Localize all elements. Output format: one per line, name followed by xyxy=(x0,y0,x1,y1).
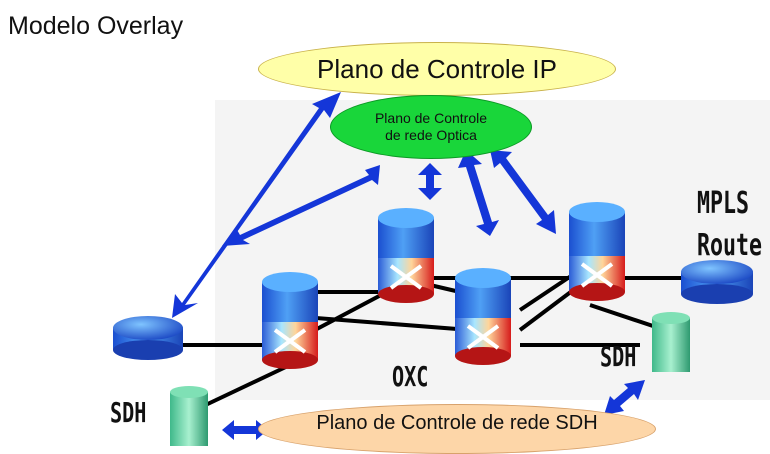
optical-plane-line1: Plano de Controle xyxy=(374,109,488,126)
ip-control-plane-label: Plano de Controle IP xyxy=(317,53,557,84)
sdh-device-right xyxy=(652,312,690,372)
router-mpls xyxy=(681,260,753,304)
ip-control-plane: Plano de Controle IP xyxy=(258,42,616,96)
mpls-label-line1: MPLS xyxy=(697,186,750,221)
sdh-label-left: SDH xyxy=(110,396,147,429)
control-arrows xyxy=(172,92,645,440)
sdh-device-left xyxy=(170,386,208,446)
sdh-control-plane-label: Plano de Controle de rede SDH xyxy=(316,412,598,434)
optical-control-plane: Plano de Controle de rede Optica xyxy=(330,95,532,159)
router-left xyxy=(113,316,183,360)
oxc-node-3 xyxy=(455,268,511,365)
mpls-label-line2: Route xyxy=(697,228,763,263)
oxc-node-1 xyxy=(262,272,318,369)
oxc-node-2 xyxy=(378,208,434,303)
oxc-label: OXC xyxy=(392,360,429,393)
optical-plane-line2: de rede Optica xyxy=(385,127,477,143)
sdh-control-plane: Plano de Controle de rede SDH xyxy=(258,404,656,454)
sdh-label-right: SDH xyxy=(600,340,637,373)
diagram-title: Modelo Overlay xyxy=(8,12,184,40)
oxc-node-4 xyxy=(569,202,625,301)
